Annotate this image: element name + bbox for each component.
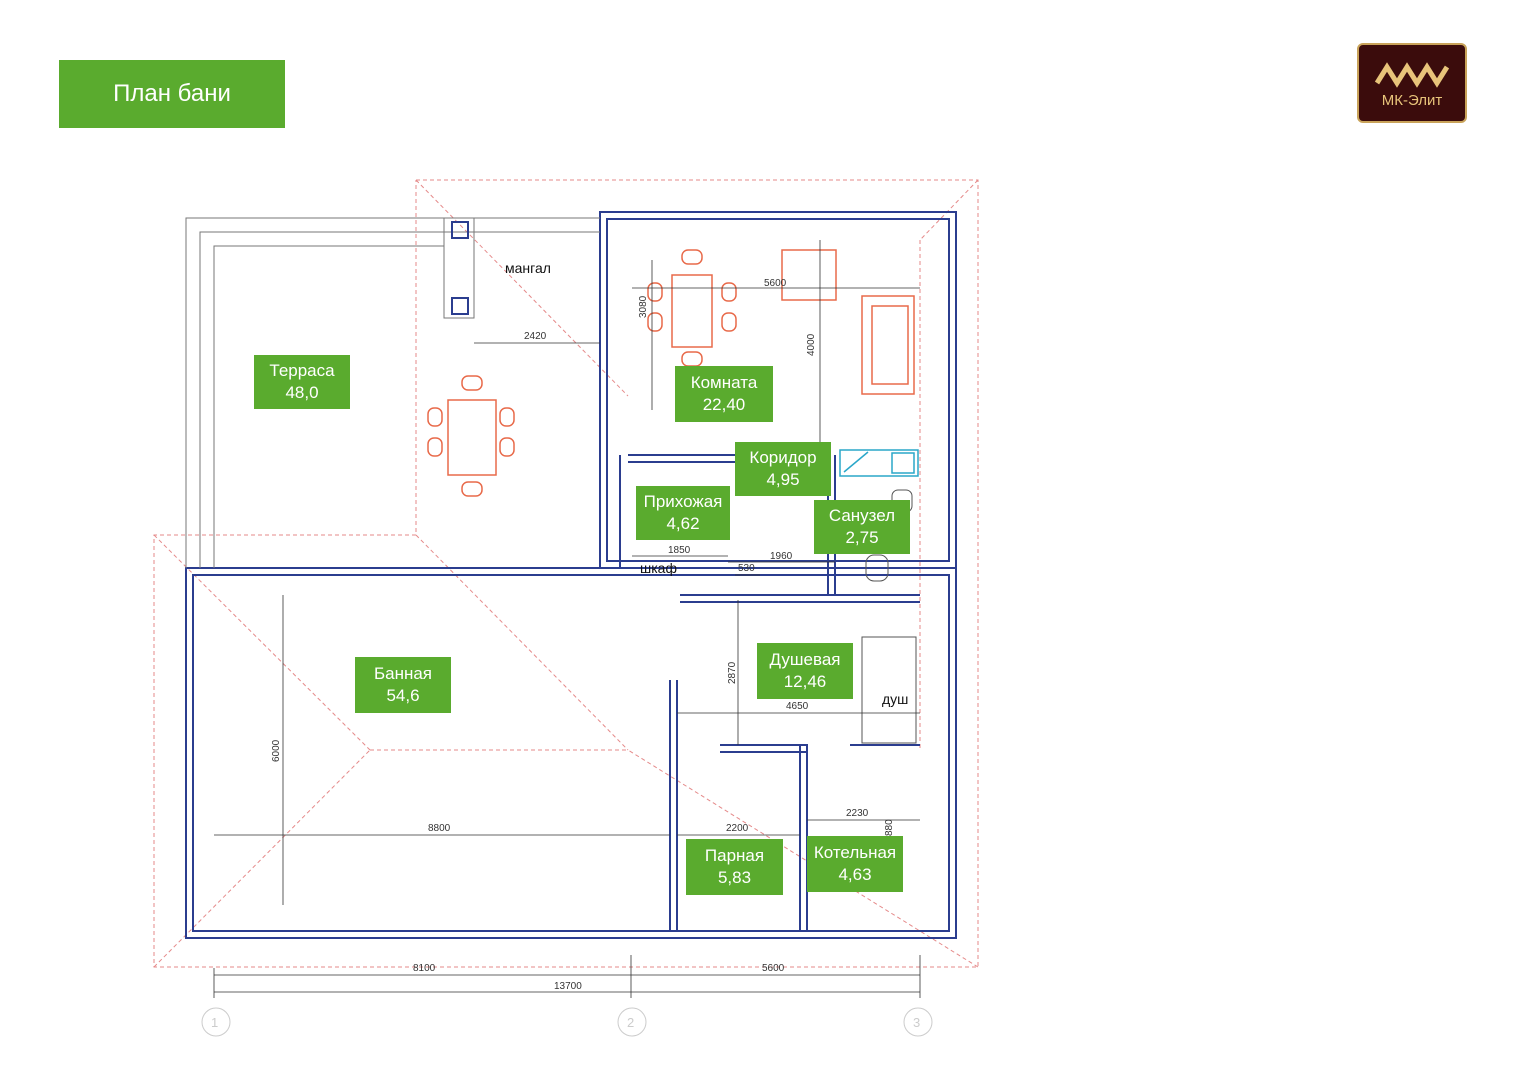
room-label-steam-room: Парная 5,83 — [686, 839, 783, 895]
dim-4650: 4650 — [786, 701, 809, 712]
dim-530: 530 — [738, 563, 755, 574]
room-name: Парная — [704, 846, 765, 865]
dim-2230: 2230 — [846, 808, 869, 819]
walls — [185, 211, 957, 939]
bbq-chimney-2 — [451, 297, 469, 315]
axis-1: 1 — [211, 1015, 218, 1030]
dim-1960: 1960 — [770, 551, 793, 562]
room-name: Банная — [373, 664, 433, 683]
room-name: Душевая — [769, 650, 841, 669]
dim-2870: 2870 — [727, 661, 738, 684]
logo-brand-name: МК-Элит — [1381, 92, 1443, 109]
dim-8800: 8800 — [428, 823, 451, 834]
room-label-bathroom: Санузел 2,75 — [814, 500, 910, 554]
room-label-shower-room: Душевая 12,46 — [757, 643, 853, 699]
room-name: Котельная — [813, 843, 897, 862]
room-name: Коридор — [749, 448, 817, 467]
brand-logo: МК-Элит — [1357, 43, 1467, 123]
closet-note: шкаф — [640, 560, 677, 576]
terrace-outline — [185, 217, 600, 568]
room-area: 2,75 — [845, 528, 879, 547]
dim-5600-bottom: 5600 — [762, 963, 785, 974]
axis-2: 2 — [627, 1015, 634, 1030]
dim-13700: 13700 — [554, 981, 582, 992]
shower-note: душ — [882, 691, 909, 707]
kitchen-counter — [839, 449, 919, 477]
room-area: 48,0 — [285, 383, 319, 402]
furniture — [427, 249, 915, 497]
dim-2200: 2200 — [726, 823, 749, 834]
dim-6000: 6000 — [271, 739, 282, 762]
axis-3: 3 — [913, 1015, 920, 1030]
room-label-hall: Прихожая 4,62 — [636, 486, 730, 540]
dim-4000: 4000 — [806, 333, 817, 356]
room-area: 4,95 — [766, 470, 800, 489]
dim-3080: 3080 — [638, 295, 649, 318]
dim-1850: 1850 — [668, 545, 691, 556]
room-area: 5,83 — [717, 868, 752, 887]
room-name: Прихожая — [643, 492, 723, 511]
room-name: Санузел — [828, 506, 896, 525]
room-label-living: Комната 22,40 — [675, 366, 773, 422]
room-label-bath-hall: Банная 54,6 — [355, 657, 451, 713]
axis-markers — [201, 1007, 933, 1037]
dimension-lines — [213, 240, 921, 998]
dim-880: 880 — [884, 819, 895, 836]
room-label-terrace: Терраса 48,0 — [254, 355, 350, 409]
roof-outline — [153, 179, 979, 968]
room-label-corridor: Коридор 4,95 — [735, 442, 831, 496]
dim-5600-top: 5600 — [764, 278, 787, 289]
room-name: Терраса — [269, 361, 335, 380]
room-area: 22,40 — [702, 395, 746, 414]
bbq-chimney — [451, 221, 469, 239]
dim-2420: 2420 — [524, 331, 547, 342]
plan-title: План бани — [59, 60, 285, 128]
bbq-note: мангал — [505, 260, 551, 276]
dim-8100: 8100 — [413, 963, 436, 974]
logo-mark-icon — [1374, 62, 1450, 88]
room-label-boiler-room: Котельная 4,63 — [807, 836, 903, 892]
room-area: 4,62 — [666, 514, 700, 533]
room-name: Комната — [690, 373, 758, 392]
room-area: 12,46 — [783, 672, 827, 691]
room-area: 54,6 — [386, 686, 420, 705]
room-area: 4,63 — [838, 865, 872, 884]
